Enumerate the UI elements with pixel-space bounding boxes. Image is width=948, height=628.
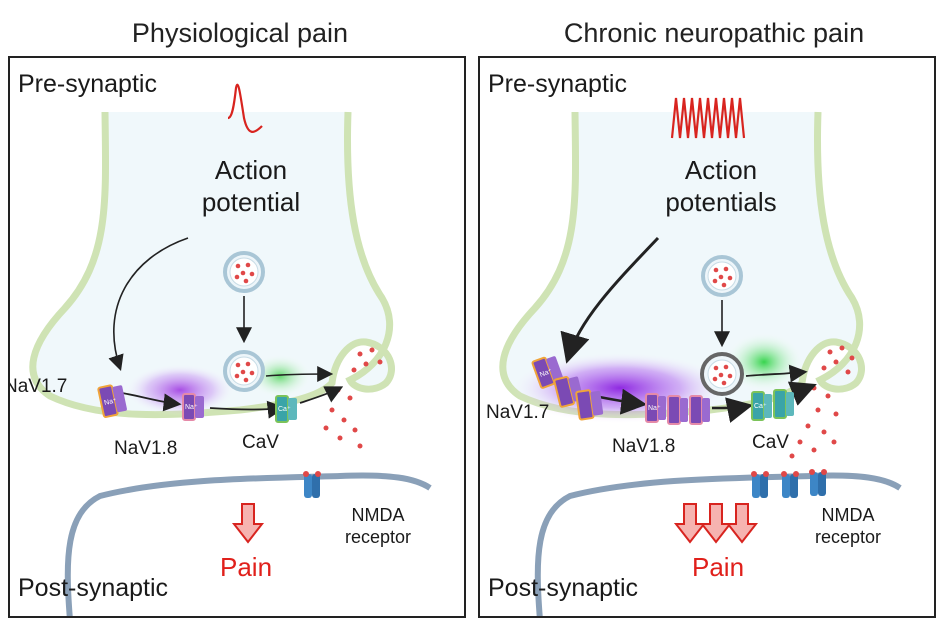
nmda-receptor-label-line1: NMDA — [351, 505, 405, 525]
synaptic-vesicle-docking — [701, 255, 743, 297]
channel-to-cav-arrow — [711, 397, 754, 423]
panel-title-physiological: Physiological pain — [131, 18, 349, 48]
nmda-receptor-label: NMDA receptor — [330, 504, 426, 548]
synaptic-vesicle-docking — [223, 251, 265, 293]
nav17-ion-label: Na⁺ — [539, 368, 554, 379]
sodium-glow — [125, 364, 235, 416]
nmda-receptor-label-line2: receptor — [814, 527, 882, 547]
nav18-channel: Na⁺ — [645, 393, 666, 423]
pain-arrow — [725, 503, 759, 544]
cav-channel: Ca⁺ — [275, 395, 297, 423]
action-potential-label-line2: potential — [201, 187, 301, 217]
post-synaptic-label: Post-synaptic — [488, 574, 639, 602]
nmda-receptor-label-line2: receptor — [344, 527, 412, 547]
nav18-ion-label: Na⁺ — [185, 404, 198, 411]
nav18-channel — [689, 395, 710, 425]
action-potential-arrow — [108, 237, 189, 372]
nav17-ion-label: Na⁺ — [104, 397, 118, 407]
nav17-channel: Na⁺ — [97, 384, 127, 418]
nav17-label: NaV1.7 — [8, 376, 68, 397]
physiological-pain-panel: Na⁺ Na⁺ Ca⁺ Pre-synaptic Action potentia… — [8, 56, 466, 618]
action-potentials-label: Action potentials — [656, 154, 786, 218]
cav-channel: Ca⁺ — [751, 391, 772, 421]
pain-arrow — [699, 503, 733, 544]
synapse-diagram: Na⁺ Na⁺ Ca⁺ — [499, 97, 902, 616]
postsynaptic-membrane — [534, 472, 902, 616]
pre-synaptic-label: Pre-synaptic — [488, 70, 627, 98]
synaptic-vesicle-release — [223, 350, 265, 392]
action-potentials-label-line1: Action — [684, 155, 758, 185]
action-potential-spike — [227, 83, 263, 133]
action-potential-spike-train — [670, 97, 746, 139]
cav-label: CaV — [752, 432, 789, 453]
nmda-receptor — [303, 471, 321, 498]
action-potential-arrow — [560, 236, 660, 364]
nav18-label: NaV1.8 — [114, 438, 178, 459]
cav-ion-label: Ca⁺ — [754, 403, 767, 410]
synaptic-vesicle-release — [700, 352, 744, 396]
cav-channel — [773, 389, 794, 419]
cav-ion-label: Ca⁺ — [278, 406, 291, 413]
nmda-receptor-label: NMDA receptor — [800, 504, 896, 548]
nmda-receptor — [781, 471, 799, 498]
pain-arrow — [231, 503, 265, 544]
vesicle-to-release-arrow — [745, 364, 808, 383]
nav18-channel — [667, 395, 688, 425]
nmda-receptor — [809, 469, 827, 496]
vesicle-to-release-arrow — [265, 366, 334, 383]
action-potential-label-line1: Action — [214, 155, 288, 185]
cav-label: CaV — [242, 432, 279, 453]
cav-to-release-arrow — [299, 386, 344, 404]
nav17-label: NaV1.7 — [486, 402, 550, 423]
post-synaptic-label: Post-synaptic — [18, 574, 169, 602]
nav18-channel: Na⁺ — [182, 393, 204, 421]
action-potential-label: Action potential — [196, 154, 306, 218]
nmda-receptor-label-line1: NMDA — [821, 505, 875, 525]
pre-synaptic-label: Pre-synaptic — [18, 70, 157, 98]
nav17-channel: Na⁺ — [531, 356, 563, 389]
nmda-receptor — [751, 471, 769, 498]
sodium-flow-arrow — [121, 392, 182, 412]
panel-title-neuropathic: Chronic neuropathic pain — [563, 18, 865, 48]
pain-label: Pain — [220, 552, 273, 582]
pain-arrow — [673, 503, 707, 544]
nav18-ion-label: Na⁺ — [648, 405, 661, 412]
nav17-channel — [575, 389, 604, 421]
pain-label: Pain — [692, 552, 745, 582]
postsynaptic-membrane — [64, 472, 432, 616]
action-potentials-label-line2: potentials — [665, 187, 777, 217]
synapse-diagram: Na⁺ Na⁺ Ca⁺ — [29, 83, 432, 616]
neuropathic-pain-panel: Na⁺ Na⁺ Ca⁺ — [478, 56, 936, 618]
calcium-glow — [724, 332, 804, 392]
nav18-label: NaV1.8 — [612, 436, 676, 457]
